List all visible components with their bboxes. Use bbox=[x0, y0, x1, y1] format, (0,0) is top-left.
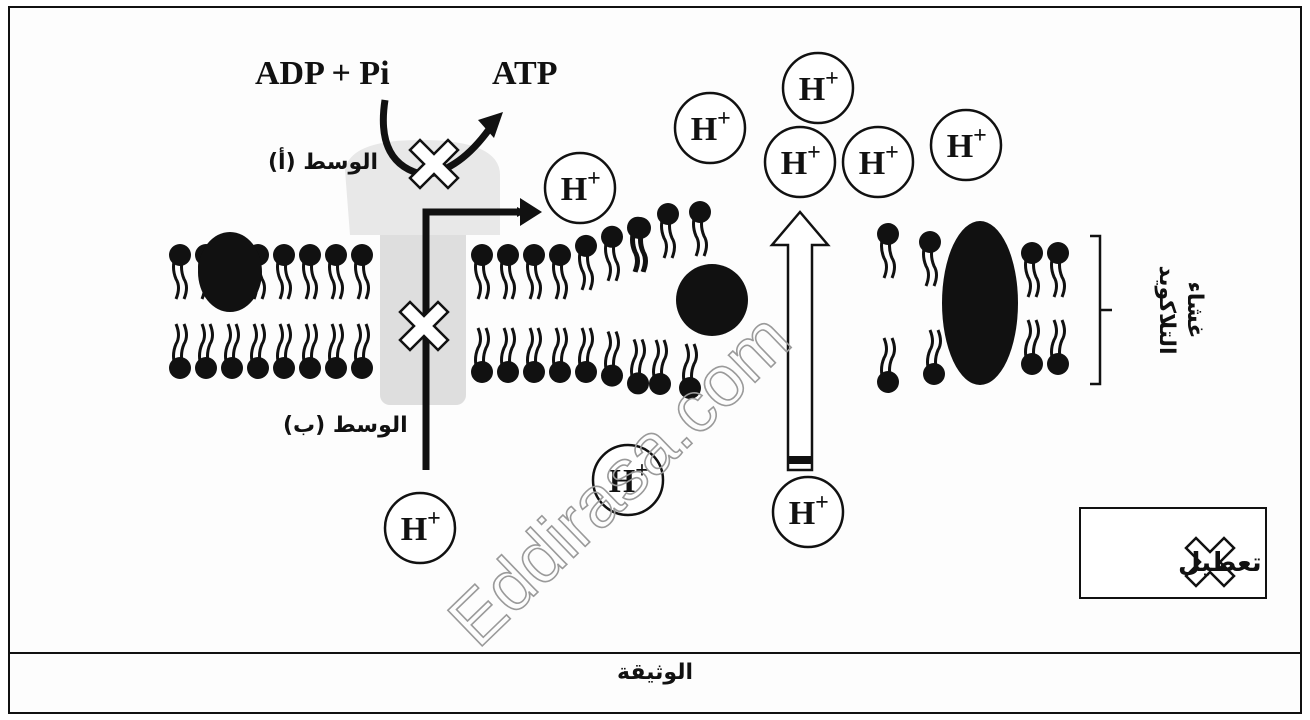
legend-label: تعطيل bbox=[1178, 548, 1262, 578]
lipid-bottom bbox=[299, 324, 321, 379]
membrane-protein-left bbox=[198, 232, 262, 312]
svg-text:+: + bbox=[885, 140, 899, 166]
lipid-bottom bbox=[247, 324, 269, 379]
lipid-bottom bbox=[877, 338, 899, 393]
svg-text:H: H bbox=[947, 128, 973, 165]
svg-text:+: + bbox=[807, 140, 821, 166]
lipid-bottom bbox=[195, 324, 217, 379]
svg-text:+: + bbox=[717, 106, 731, 132]
lipid-top bbox=[169, 244, 191, 299]
lipid-top bbox=[689, 201, 711, 256]
svg-text:+: + bbox=[587, 166, 601, 192]
lipid-bottom bbox=[575, 328, 597, 383]
lipid-bottom bbox=[1047, 320, 1069, 375]
svg-text:+: + bbox=[427, 506, 441, 532]
svg-text:+: + bbox=[815, 490, 829, 516]
lipid-bottom bbox=[221, 324, 243, 379]
svg-text:H: H bbox=[799, 71, 825, 108]
legend: تعطيل bbox=[1080, 508, 1266, 598]
svg-text:+: + bbox=[973, 123, 987, 149]
proton-flow-arrowhead bbox=[520, 198, 542, 226]
lipid-top bbox=[1047, 242, 1069, 297]
lipid-top bbox=[497, 244, 519, 299]
lipid-top bbox=[877, 223, 899, 278]
watermark: Eddirasa.com bbox=[434, 298, 806, 661]
lipid-bottom bbox=[549, 328, 571, 383]
medium-a-label: الوسط (أ) bbox=[268, 146, 378, 175]
lipid-top bbox=[575, 235, 597, 290]
lipid-bottom bbox=[169, 324, 191, 379]
lipid-bottom bbox=[523, 328, 545, 383]
proton-ion: H+ bbox=[765, 127, 835, 197]
svg-text:H: H bbox=[789, 495, 815, 532]
document-caption: الوثيقة bbox=[0, 660, 1310, 685]
proton-ion: H+ bbox=[545, 153, 615, 223]
svg-text:H: H bbox=[691, 111, 717, 148]
atp-label: ATP bbox=[492, 55, 557, 92]
lipid-top bbox=[523, 244, 545, 299]
lipid-bottom bbox=[471, 328, 493, 383]
svg-text:+: + bbox=[825, 66, 839, 92]
proton-ion: H+ bbox=[675, 93, 745, 163]
membrane-protein-right bbox=[942, 221, 1018, 385]
proton-ion: H+ bbox=[773, 477, 843, 547]
svg-text:H: H bbox=[859, 145, 885, 182]
thylakoid-membrane-label: غشاء التلاكويد bbox=[1154, 265, 1207, 354]
lipid-bottom bbox=[497, 328, 519, 383]
lipid-bottom bbox=[627, 339, 649, 394]
lipid-top bbox=[657, 203, 679, 258]
proton-ion: H+ bbox=[385, 493, 455, 563]
lipid-bottom bbox=[1021, 320, 1043, 375]
lipid-bottom bbox=[923, 330, 945, 385]
lipid-top bbox=[299, 244, 321, 299]
medium-b-label: الوسط (ب) bbox=[283, 413, 408, 438]
lipid-bottom bbox=[351, 324, 373, 379]
svg-text:H: H bbox=[401, 511, 427, 548]
phospholipid-bilayer bbox=[169, 201, 1069, 399]
lipid-bottom bbox=[325, 324, 347, 379]
svg-text:التلاكويد: التلاكويد bbox=[1154, 265, 1179, 354]
proton-ion: H+ bbox=[931, 110, 1001, 180]
svg-text:غشاء: غشاء bbox=[1182, 282, 1207, 339]
lipid-top bbox=[601, 226, 623, 281]
lipid-top bbox=[351, 244, 373, 299]
caption-divider bbox=[8, 652, 1302, 654]
proton-ion: H+ bbox=[843, 127, 913, 197]
lipid-top bbox=[919, 231, 941, 286]
lipid-top bbox=[325, 244, 347, 299]
lipid-bottom bbox=[601, 332, 623, 387]
membrane-bracket bbox=[1090, 236, 1112, 384]
lipid-top bbox=[1021, 242, 1043, 297]
proton-ion: H+ bbox=[783, 53, 853, 123]
lipid-bottom bbox=[273, 324, 295, 379]
svg-text:H: H bbox=[561, 171, 587, 208]
lipid-top bbox=[273, 244, 295, 299]
svg-text:H: H bbox=[781, 145, 807, 182]
proton-pump-arrow-base bbox=[788, 456, 812, 464]
adp-pi-label: ADP + Pi bbox=[255, 55, 390, 92]
lipid-top bbox=[549, 244, 571, 299]
lipid-top bbox=[471, 244, 493, 299]
